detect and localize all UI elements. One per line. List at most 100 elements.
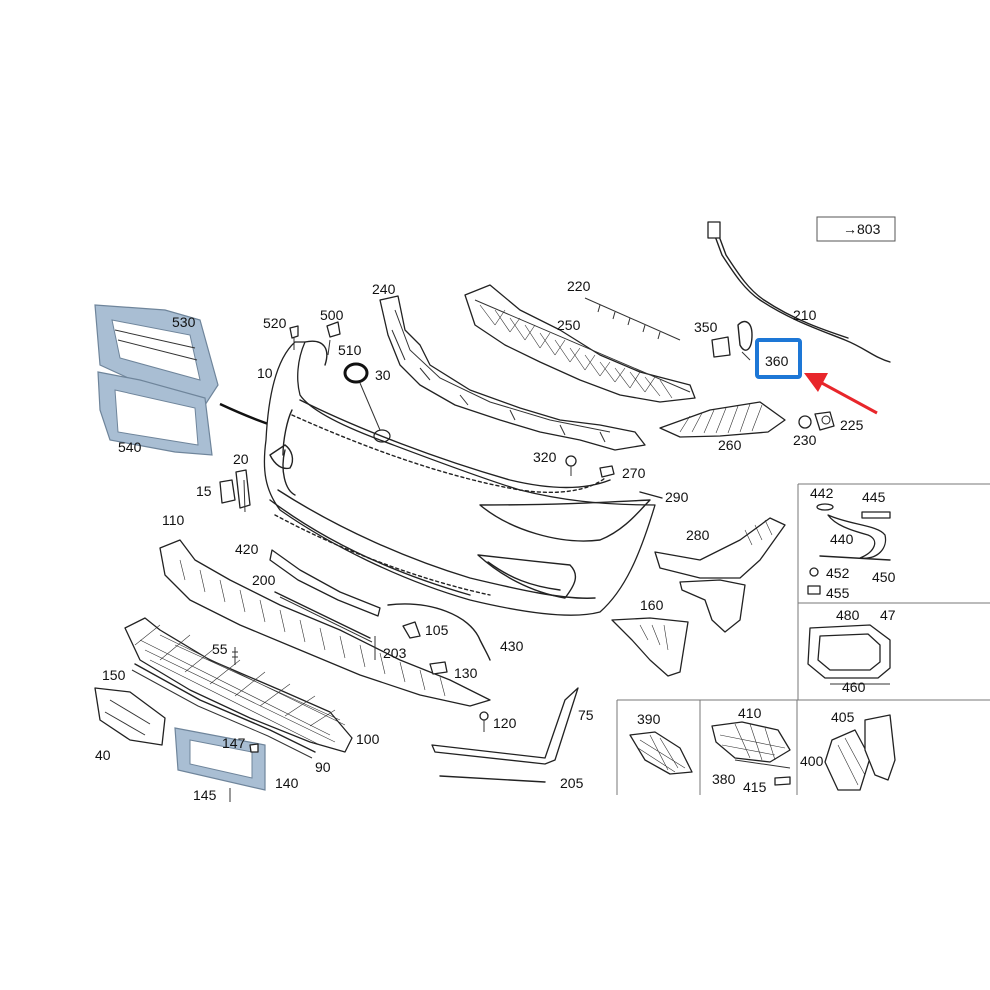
part-350-sensor [711, 336, 731, 358]
label-150: 150 [102, 667, 126, 683]
label-450: 450 [872, 569, 896, 585]
label-460: 460 [842, 679, 866, 695]
label-540: 540 [118, 439, 142, 455]
label-120: 120 [493, 715, 517, 731]
part-500-clip [326, 321, 341, 356]
part-280-bracket [654, 517, 786, 633]
highlight-arrow [804, 373, 878, 415]
part-455-clip [807, 585, 821, 595]
part-430-trim [387, 603, 491, 661]
label-470: 47 [880, 607, 896, 623]
part-530-absorber [94, 304, 219, 406]
part-450-strip [819, 555, 891, 561]
label-20: 20 [233, 451, 249, 467]
label-280: 280 [686, 527, 710, 543]
part-105-clip [402, 621, 421, 639]
label-445: 445 [862, 489, 886, 505]
label-530: 530 [172, 314, 196, 330]
label-442: 442 [810, 485, 834, 501]
label-75: 75 [578, 707, 594, 723]
label-203: 203 [383, 645, 407, 661]
label-452: 452 [826, 565, 850, 581]
label-105: 105 [425, 622, 449, 638]
label-10: 10 [257, 365, 273, 381]
label-390: 390 [637, 711, 661, 727]
part-160-bracket [611, 617, 689, 677]
label-415: 415 [743, 779, 767, 795]
label-400: 400 [800, 753, 824, 769]
label-410: 410 [738, 705, 762, 721]
part-540-absorber [97, 371, 213, 456]
part-110-lower-carrier [159, 539, 491, 707]
part-205-trim [439, 775, 546, 783]
part-250-bumper-beam [464, 284, 696, 403]
part-360-sensor-harness [737, 320, 753, 361]
part-10-bumper-cover [263, 340, 656, 616]
part-260-bracket [659, 401, 786, 438]
part-270-clip [599, 465, 615, 478]
label-230: 230 [793, 432, 817, 448]
part-230-sensor [798, 415, 812, 429]
label-147: 147 [222, 735, 246, 751]
label-210: 210 [793, 307, 817, 323]
label-320: 320 [533, 449, 557, 465]
part-120-screw [479, 711, 489, 732]
label-140: 140 [275, 775, 299, 791]
label-90: 90 [315, 759, 331, 775]
part-150-plate-holder [94, 687, 166, 746]
part-480-exhaust-frame [807, 624, 891, 679]
label-250: 250 [557, 317, 581, 333]
part-55-bolt [232, 647, 238, 665]
label-430: 430 [500, 638, 524, 654]
label-225: 225 [840, 417, 864, 433]
label-360: 360 [765, 353, 789, 369]
part-225-sensor-holder [814, 411, 835, 431]
part-75-trim [431, 687, 579, 765]
label-40: 40 [95, 747, 111, 763]
reference-box: →803 [816, 216, 896, 242]
label-405: 405 [831, 709, 855, 725]
part-320-bolt [565, 455, 577, 476]
label-510: 510 [338, 342, 362, 358]
reference-label: →803 [843, 221, 881, 237]
part-220-rail [584, 297, 681, 341]
part-452-screw [809, 567, 819, 577]
label-145: 145 [193, 787, 217, 803]
label-55: 55 [212, 641, 228, 657]
label-130: 130 [454, 665, 478, 681]
part-290-strip [639, 491, 663, 499]
label-240: 240 [372, 281, 396, 297]
label-110: 110 [162, 512, 185, 528]
part-labels: 530 540 520 500 510 10 30 240 220 250 35… [95, 278, 896, 803]
part-30-emblem [343, 362, 391, 443]
label-480: 480 [836, 607, 860, 623]
part-200-strip [274, 591, 373, 643]
label-350: 350 [694, 319, 718, 335]
label-520: 520 [263, 315, 287, 331]
label-420: 420 [235, 541, 259, 557]
label-260: 260 [718, 437, 742, 453]
label-220: 220 [567, 278, 591, 294]
label-30: 30 [375, 367, 391, 383]
part-140-license-plate-base [174, 727, 266, 791]
part-420-strip [269, 549, 381, 617]
part-380-trim [734, 759, 791, 769]
part-100-lower-grille [124, 617, 353, 753]
part-400-exhaust-trim [824, 729, 871, 791]
part-415-clip [774, 776, 791, 786]
part-520-clip [289, 325, 299, 350]
label-160: 160 [640, 597, 664, 613]
label-380: 380 [712, 771, 736, 787]
part-410-grille-insert [711, 721, 791, 763]
label-100: 100 [356, 731, 380, 747]
label-455: 455 [826, 585, 850, 601]
label-440: 440 [830, 531, 854, 547]
label-290: 290 [665, 489, 689, 505]
part-442-clip [816, 503, 834, 511]
part-90-trim [131, 663, 316, 759]
panel-frames [616, 483, 990, 795]
part-390-grille-insert [629, 731, 693, 775]
part-405-exhaust-trim [864, 714, 896, 781]
label-15: 15 [196, 483, 212, 499]
